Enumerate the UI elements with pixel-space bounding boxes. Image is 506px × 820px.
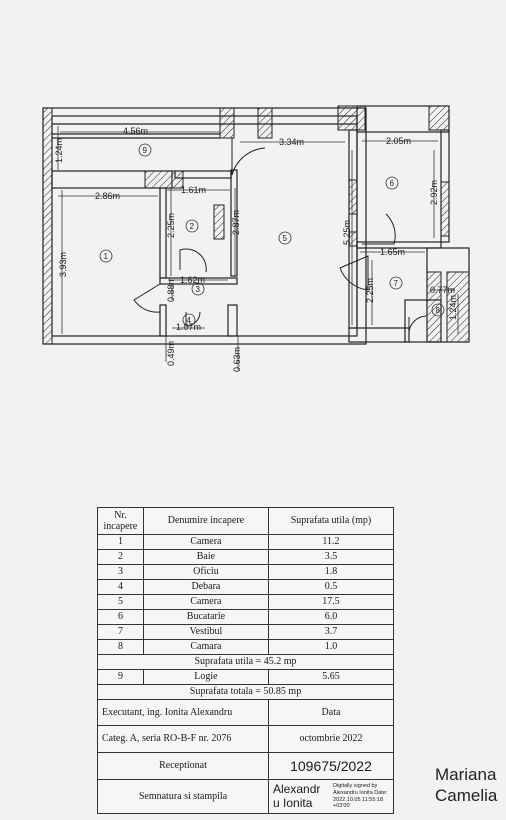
side-note-line: Camelia bbox=[435, 786, 498, 806]
row-name: Camara bbox=[142, 639, 270, 655]
categorie: Categ. A, seria RO-B-F nr. 2076 bbox=[97, 725, 269, 753]
dimension-lines bbox=[57, 126, 459, 370]
header-area: Suprafata utila (mp) bbox=[268, 507, 394, 535]
room-markers bbox=[99, 143, 445, 327]
room-marker-8: 8 bbox=[436, 306, 441, 315]
room-marker-3: 3 bbox=[196, 285, 201, 294]
row-area: 3.7 bbox=[268, 624, 394, 640]
room-marker-9: 9 bbox=[143, 146, 148, 155]
row-nr: 3 bbox=[97, 564, 144, 580]
row-name: Bucatarie bbox=[142, 609, 270, 625]
dim-closet-width: 1.07m bbox=[176, 322, 201, 332]
header-nr: Nr. incapere bbox=[97, 507, 144, 535]
row-area: 5.65 bbox=[268, 669, 394, 685]
row-area: 6.0 bbox=[268, 609, 394, 625]
data-label: Data bbox=[268, 699, 394, 726]
row-nr: 4 bbox=[97, 579, 144, 595]
row-name: Logie bbox=[142, 669, 270, 685]
row-name: Camera bbox=[142, 534, 270, 550]
dim-kitchen-height: 2.92m bbox=[429, 180, 439, 205]
dim-wall-depth: 0.63m bbox=[232, 347, 242, 372]
dim-kitchen-width: 2.05m bbox=[386, 136, 411, 146]
room-marker-5: 5 bbox=[283, 234, 288, 243]
room-marker-7: 7 bbox=[394, 279, 399, 288]
dim-room1-width: 2.86m bbox=[95, 191, 120, 201]
dim-closet-depth: 0.49m bbox=[166, 341, 176, 366]
dim-oficiu-depth: 0.88m bbox=[166, 277, 176, 302]
side-note: Mariana Camelia bbox=[435, 764, 497, 807]
room-marker-1: 1 bbox=[104, 252, 109, 261]
row-area: 3.5 bbox=[268, 549, 394, 565]
dim-loggia-depth: 1.24m bbox=[54, 138, 64, 163]
row-area: 0.5 bbox=[268, 579, 394, 595]
dim-room5-top: 3.34m bbox=[279, 137, 304, 147]
floor-plan: 4.56m 1.24m 3.34m 2.05m 2.92m 1.61m 2.86… bbox=[42, 105, 470, 372]
row-nr: 7 bbox=[97, 624, 144, 640]
row-nr: 1 bbox=[97, 534, 144, 550]
row-nr: 6 bbox=[97, 609, 144, 625]
row-area: 1.0 bbox=[268, 639, 394, 655]
row-nr: 2 bbox=[97, 549, 144, 565]
row-name: Vestibul bbox=[142, 624, 270, 640]
row-nr: 5 bbox=[97, 594, 144, 610]
header-name: Denumire incapere bbox=[142, 507, 270, 535]
date-value: octombrie 2022 bbox=[268, 725, 394, 753]
row-name: Baie bbox=[142, 549, 270, 565]
walls bbox=[42, 105, 470, 345]
registration-number: 109675/2022 bbox=[268, 752, 394, 780]
room-marker-2: 2 bbox=[190, 222, 195, 231]
row-name: Debara bbox=[142, 579, 270, 595]
signature-note: Digitally signed by Alexandru Ionita Dat… bbox=[333, 783, 388, 810]
executant: Executant, ing. Ionita Alexandru bbox=[97, 699, 269, 726]
digital-signature: Alexandr u Ionita Digitally signed by Al… bbox=[268, 779, 394, 814]
dim-bath-depth: 2.25m bbox=[166, 213, 176, 238]
row-name: Camera bbox=[142, 594, 270, 610]
dim-room1-height: 3.93m bbox=[58, 252, 68, 277]
room-marker-4: 4 bbox=[187, 316, 192, 325]
signer-name: Alexandr u Ionita bbox=[273, 782, 321, 810]
doors bbox=[133, 138, 427, 333]
row-name: Oficiu bbox=[142, 564, 270, 580]
semnatura-label: Semnatura si stampila bbox=[97, 779, 269, 814]
row-nr: 8 bbox=[97, 639, 144, 655]
dim-hall-depth: 2.25m bbox=[365, 278, 375, 303]
dim-bath-width: 1.61m bbox=[181, 185, 206, 195]
dim-bath-right: 2.87m bbox=[231, 210, 241, 235]
row-nr: 9 bbox=[97, 669, 144, 685]
dim-pantry-depth: 1.24m bbox=[448, 295, 458, 320]
row-area: 1.8 bbox=[268, 564, 394, 580]
dim-oficiu-width: 1.62m bbox=[180, 275, 205, 285]
receptionat: Receptionat bbox=[97, 752, 269, 780]
dim-pantry-width: 0.77m bbox=[430, 285, 455, 295]
suprafata-totala: Suprafata totala = 50.85 mp bbox=[97, 684, 394, 700]
row-area: 17.5 bbox=[268, 594, 394, 610]
row-area: 11.2 bbox=[268, 534, 394, 550]
dim-loggia-width: 4.56m bbox=[123, 126, 148, 136]
side-note-line: Mariana bbox=[435, 765, 497, 784]
dim-room5-height: 5.25m bbox=[342, 220, 352, 245]
area-table: Nr. incapere Denumire incapere Suprafata… bbox=[97, 507, 394, 814]
suprafata-utila: Suprafata utila = 45.2 mp bbox=[97, 654, 394, 670]
room-marker-6: 6 bbox=[390, 179, 395, 188]
dim-hall-width: 1.65m bbox=[380, 247, 405, 257]
